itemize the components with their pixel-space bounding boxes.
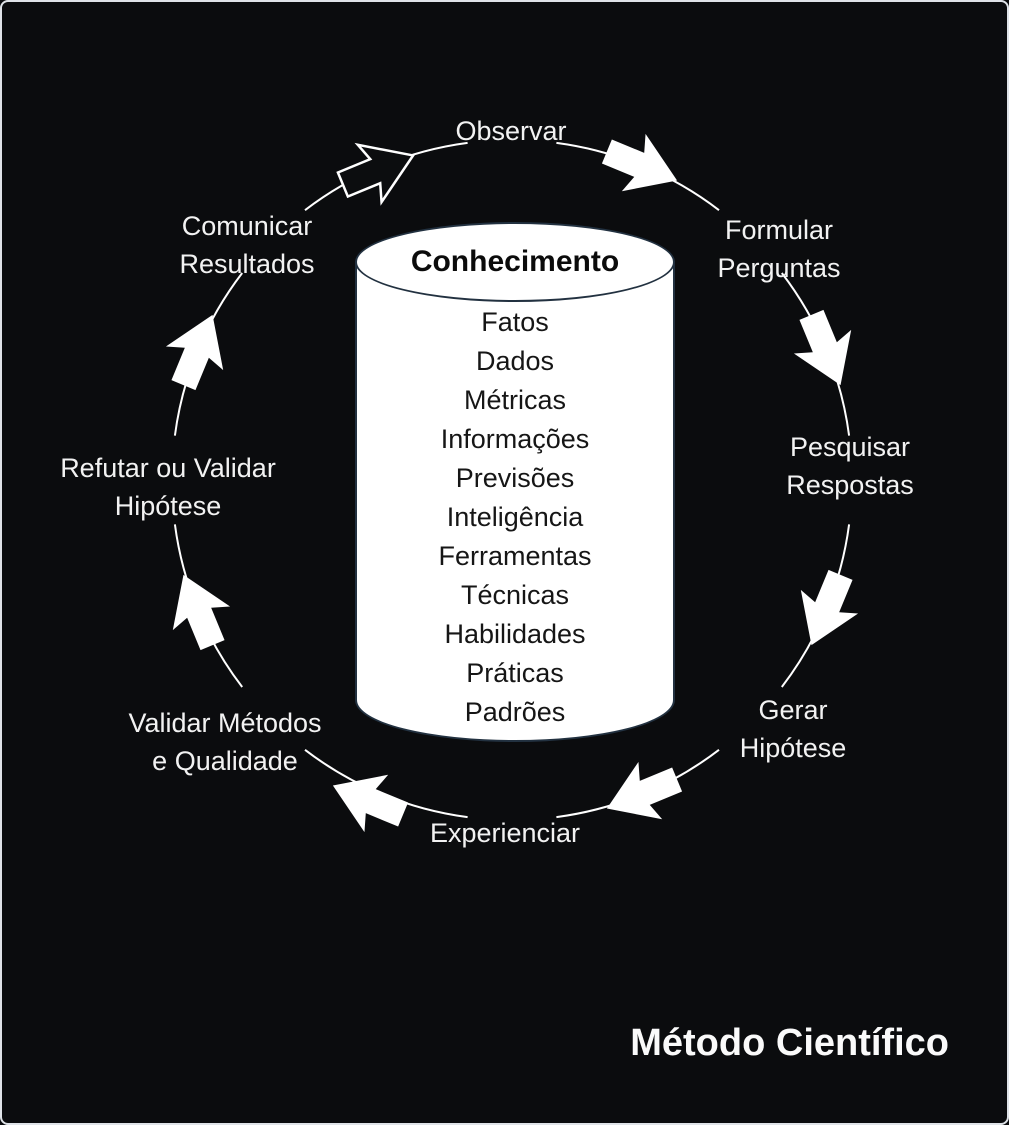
step-pesquisar-respostas: Pesquisar Respostas (786, 432, 914, 500)
cylinder-item: Fatos (481, 307, 549, 337)
step-gerar-hipotese: Gerar Hipótese (739, 695, 847, 763)
cylinder-item: Inteligência (446, 502, 584, 532)
cylinder-item-list: Fatos Dados Métricas Informações Previsõ… (355, 303, 675, 732)
step-observar: Observar (455, 116, 567, 146)
diagram-title: Método Científico (630, 1022, 949, 1064)
cylinder-item: Previsões (455, 463, 575, 493)
step-experienciar: Experienciar (429, 818, 581, 848)
knowledge-cylinder-top (355, 222, 675, 302)
cylinder-item: Padrões (464, 697, 566, 727)
arrow-observar-to-formular-perguntas-icon (556, 133, 720, 211)
knowledge-cylinder-body (355, 261, 675, 742)
cylinder-item: Habilidades (444, 619, 586, 649)
cylinder-title: Conhecimento (410, 245, 620, 278)
arrow-validar-metodos-to-refutar-ou-validar-icon (172, 524, 243, 688)
arrow-formular-perguntas-to-pesquisar-respostas-icon (781, 272, 852, 436)
cylinder-item: Informações (440, 424, 590, 454)
cylinder-item: Técnicas (460, 580, 570, 610)
step-refutar-ou-validar-hipotese: Refutar ou Validar Hipótese (60, 453, 276, 521)
cylinder-item: Ferramentas (438, 541, 592, 571)
arrow-gerar-hipotese-to-experienciar-icon (556, 749, 720, 820)
step-formular-perguntas: Formular Perguntas (717, 215, 841, 283)
arrow-experienciar-to-validar-metodos-icon (304, 749, 468, 833)
arrow-refutar-ou-validar-to-comunicar-resultados-icon (165, 272, 243, 436)
cylinder-item: Práticas (466, 658, 564, 688)
cylinder-item: Dados (475, 346, 555, 376)
cylinder-item: Métricas (463, 385, 566, 415)
step-comunicar-resultados: Comunicar Resultados (179, 211, 315, 279)
arrow-pesquisar-respostas-to-gerar-hipotese-icon (781, 524, 859, 688)
step-validar-metodos-qualidade: Validar Métodos e Qualidade (128, 708, 322, 776)
arrow-comunicar-resultados-to-observar-icon (304, 141, 468, 211)
